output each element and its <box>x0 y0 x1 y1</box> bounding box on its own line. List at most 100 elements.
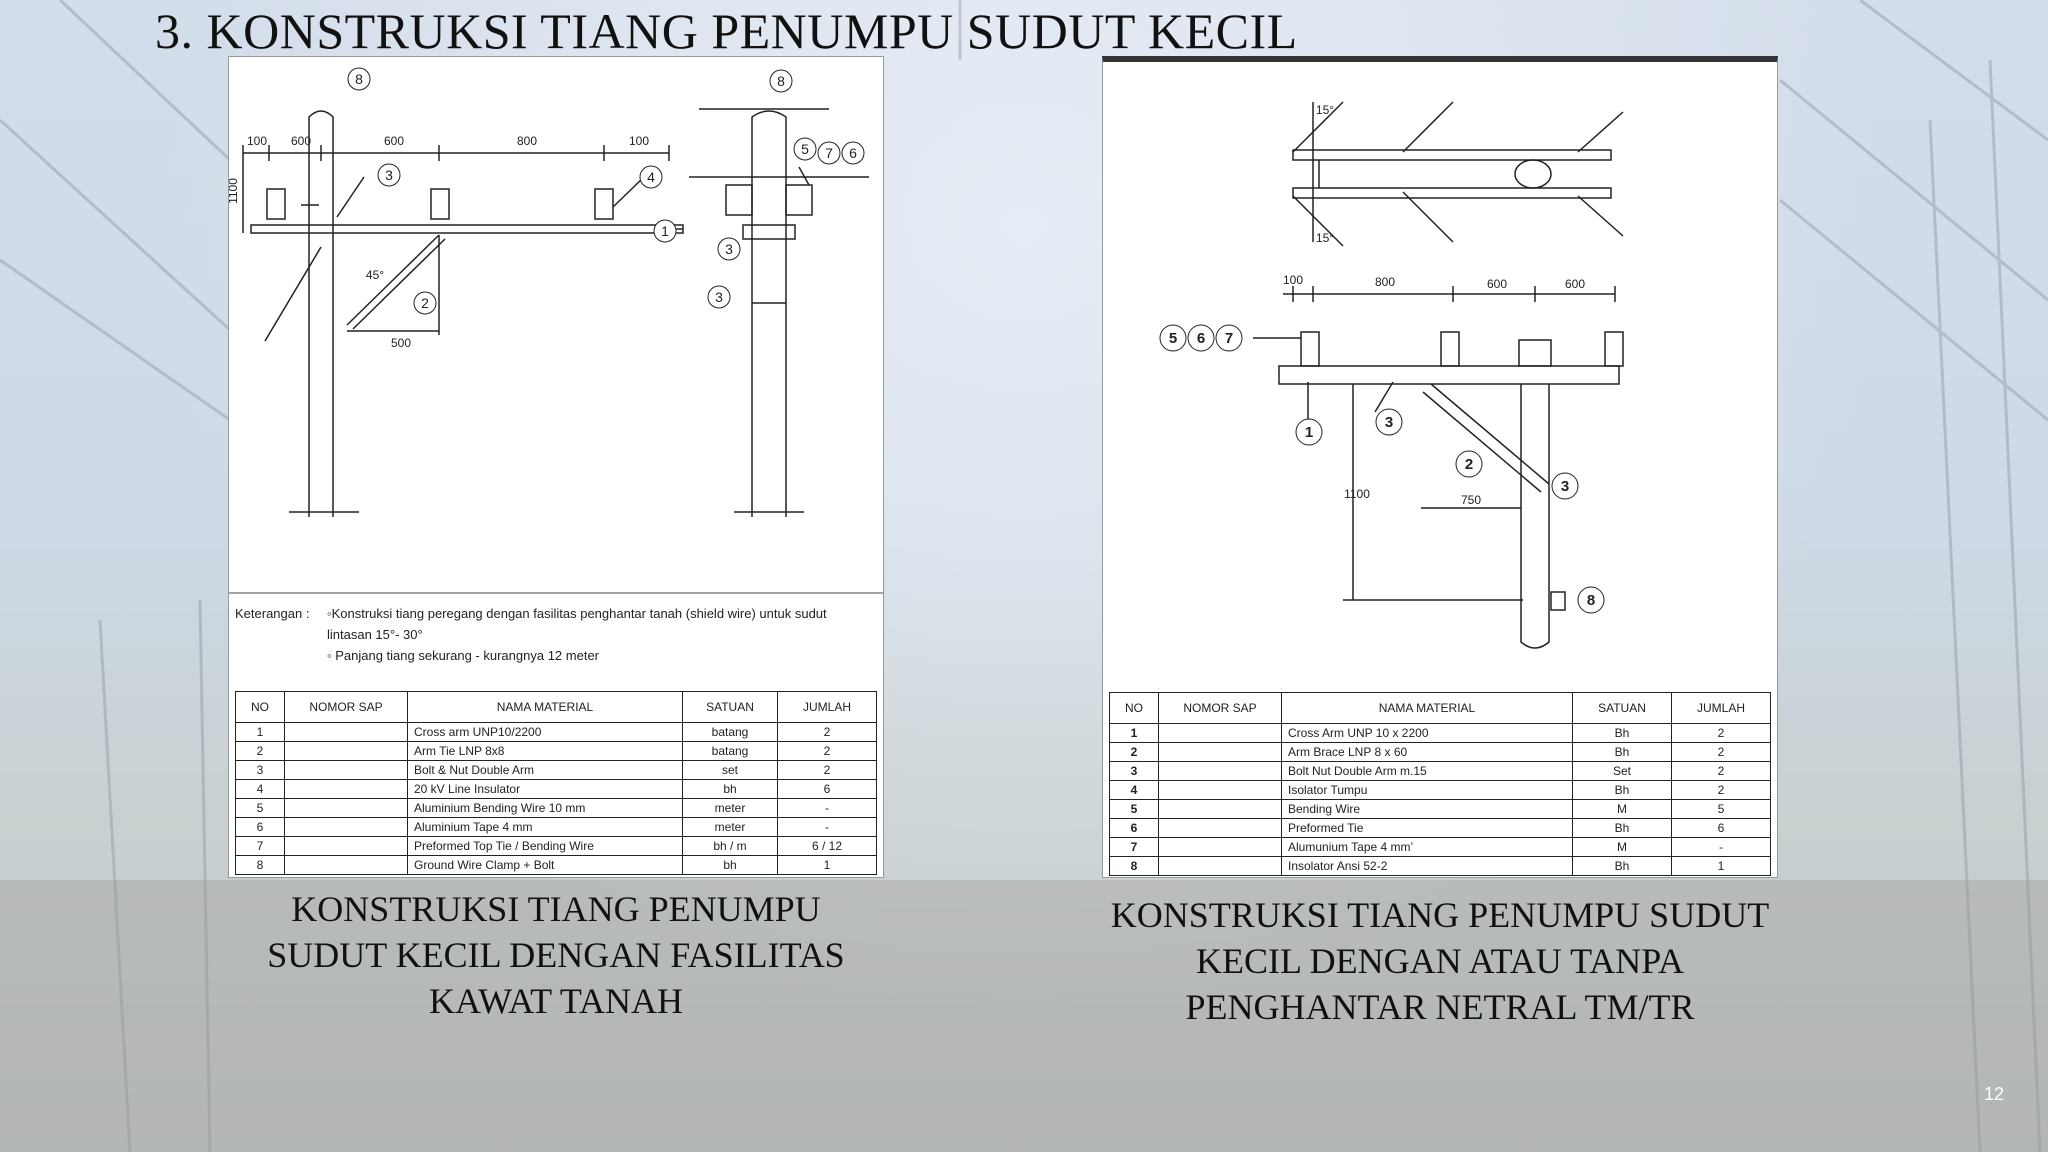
cell-qty: 2 <box>777 741 877 761</box>
cell-material: Arm Brace LNP 8 x 60 <box>1281 742 1573 762</box>
cell-no: 5 <box>235 798 285 818</box>
cell-no: 8 <box>235 855 285 875</box>
cell-material: Insolator Ansi 52-2 <box>1281 856 1573 876</box>
svg-text:1: 1 <box>661 223 669 239</box>
svg-text:8: 8 <box>1587 592 1595 609</box>
dim-left-angle: 45° <box>366 268 384 282</box>
cell-qty: 2 <box>1671 742 1771 762</box>
cell-material: Preformed Tie <box>1281 818 1573 838</box>
callout-3-side-a: 3 <box>717 237 741 261</box>
cell-qty: - <box>777 817 877 837</box>
cell-no: 7 <box>235 836 285 856</box>
dim-left-800: 800 <box>517 134 537 148</box>
callout-2-front: 2 <box>413 291 437 315</box>
cell-no: 4 <box>235 779 285 799</box>
callout-3-a: 3 <box>1375 408 1403 436</box>
cell-qty: 1 <box>1671 856 1771 876</box>
slide-title: 3. KONSTRUKSI TIANG PENUMPU SUDUT KECIL <box>155 3 1298 59</box>
cell-qty: 6 <box>777 779 877 799</box>
svg-text:6: 6 <box>1197 330 1205 347</box>
col-material: NAMA MATERIAL <box>407 691 683 723</box>
col-unit: SATUAN <box>682 691 778 723</box>
col-no: NO <box>1109 692 1159 724</box>
dim-left-100b: 100 <box>629 134 649 148</box>
cell-material: Aluminium Tape 4 mm <box>407 817 683 837</box>
cell-material: Cross arm UNP10/2200 <box>407 722 683 742</box>
table-header-row: NO NOMOR SAP NAMA MATERIAL SATUAN JUMLAH <box>235 691 877 723</box>
pole-drawing-neutral: 15° 15° 100 800 600 600 1100 750 5 6 7 1… <box>1159 101 1624 649</box>
cell-sap <box>1158 837 1282 857</box>
col-qty: JUMLAH <box>777 691 877 723</box>
callout-8-side: 8 <box>769 69 793 93</box>
col-unit: SATUAN <box>1572 692 1672 724</box>
callout-3-front: 3 <box>377 163 401 187</box>
note-line-3: ◦ Panjang tiang sekurang - kurangnya 12 … <box>327 648 599 663</box>
cell-sap <box>1158 780 1282 800</box>
cell-sap <box>1158 761 1282 781</box>
svg-text:1: 1 <box>1305 424 1313 441</box>
callout-3-b: 3 <box>1551 472 1579 500</box>
dim-right-angle-bottom: 15° <box>1316 231 1334 245</box>
cell-no: 3 <box>1109 761 1159 781</box>
right-material-table: NO NOMOR SAP NAMA MATERIAL SATUAN JUMLAH… <box>1109 692 1771 876</box>
cell-qty: 2 <box>777 722 877 742</box>
cell-sap <box>284 722 408 742</box>
cell-unit: M <box>1572 837 1672 857</box>
cell-qty: 2 <box>1671 761 1771 781</box>
cell-no: 2 <box>235 741 285 761</box>
cell-qty: 2 <box>777 760 877 780</box>
col-no: NO <box>235 691 285 723</box>
cell-unit: meter <box>682 817 778 837</box>
svg-text:8: 8 <box>355 71 363 87</box>
cell-qty: 1 <box>777 855 877 875</box>
svg-text:3: 3 <box>385 167 393 183</box>
cell-material: Isolator Tumpu <box>1281 780 1573 800</box>
svg-text:3: 3 <box>1385 414 1393 431</box>
cell-unit: Set <box>1572 761 1672 781</box>
cell-sap <box>284 855 408 875</box>
callout-6-side: 6 <box>841 141 865 165</box>
cell-unit: batang <box>682 741 778 761</box>
pole-drawing-shield-wire: 100 600 600 800 100 1100 45° 500 8 3 4 1 <box>229 67 883 594</box>
cell-unit: meter <box>682 798 778 818</box>
cell-unit: bh / m <box>682 836 778 856</box>
cell-sap <box>1158 742 1282 762</box>
cell-sap <box>284 741 408 761</box>
cell-sap <box>1158 856 1282 876</box>
left-material-table: NO NOMOR SAP NAMA MATERIAL SATUAN JUMLAH… <box>235 691 877 875</box>
dim-right-750: 750 <box>1461 493 1481 507</box>
dim-left-600b: 600 <box>384 134 404 148</box>
note-line-1: ◦Konstruksi tiang peregang dengan fasili… <box>327 606 827 621</box>
cell-material: Bolt Nut Double Arm m.15 <box>1281 761 1573 781</box>
cell-material: Bending Wire <box>1281 799 1573 819</box>
cell-sap <box>284 836 408 856</box>
cell-material: 20 kV Line Insulator <box>407 779 683 799</box>
table-header-row: NO NOMOR SAP NAMA MATERIAL SATUAN JUMLAH <box>1109 692 1771 724</box>
cell-unit: Bh <box>1572 742 1672 762</box>
callout-3-side-b: 3 <box>707 285 731 309</box>
cell-qty: 2 <box>1671 780 1771 800</box>
dim-left-500: 500 <box>391 336 411 350</box>
dim-right-1100: 1100 <box>1344 487 1370 501</box>
callout-1: 1 <box>1295 418 1323 446</box>
cell-unit: Bh <box>1572 723 1672 743</box>
cell-sap <box>1158 818 1282 838</box>
col-qty: JUMLAH <box>1671 692 1771 724</box>
cell-material: Bolt & Nut Double Arm <box>407 760 683 780</box>
dim-right-600a: 600 <box>1487 277 1507 291</box>
callout-8: 8 <box>1577 586 1605 614</box>
cell-unit: Bh <box>1572 780 1672 800</box>
left-drawing-panel: 100 600 600 800 100 1100 45° 500 8 3 4 1 <box>228 56 884 878</box>
cell-unit: Bh <box>1572 818 1672 838</box>
svg-text:2: 2 <box>1465 456 1473 473</box>
cell-unit: Bh <box>1572 856 1672 876</box>
